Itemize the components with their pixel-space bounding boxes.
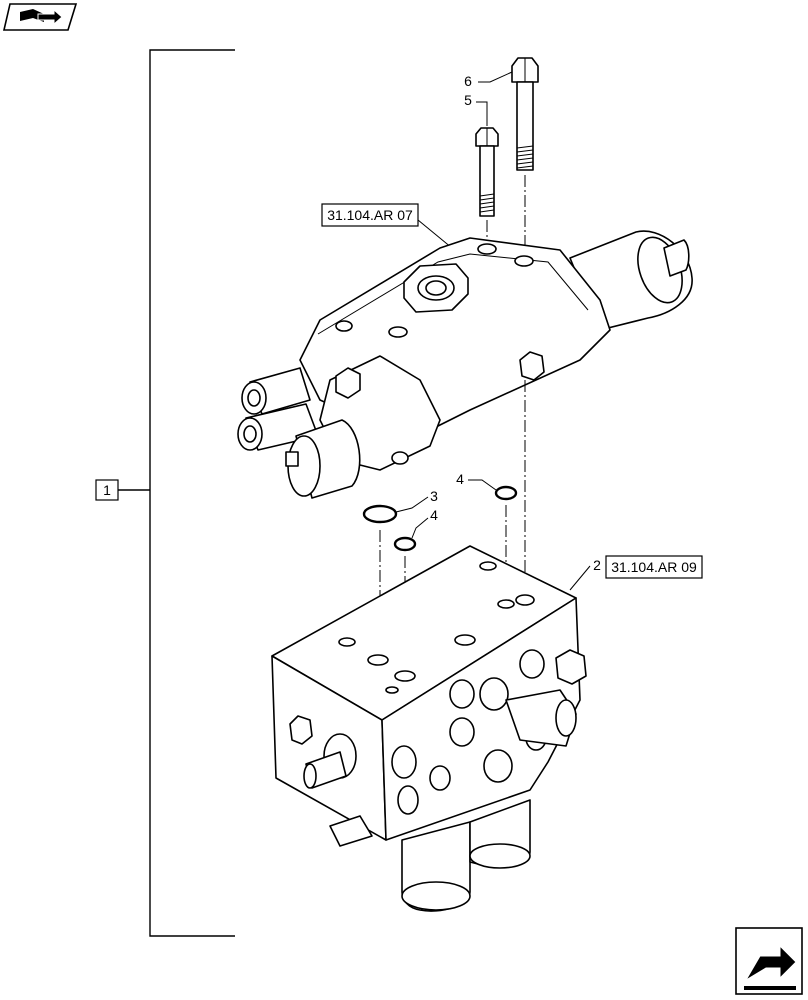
callout-4-right: 4 (456, 471, 497, 491)
svg-text:4: 4 (456, 471, 464, 487)
bolt-long (511, 57, 539, 171)
callout-4-left: 4 (411, 507, 438, 539)
svg-text:4: 4 (430, 507, 438, 523)
assembly-bracket (118, 49, 235, 937)
svg-text:31.104.AR 07: 31.104.AR 07 (327, 207, 413, 223)
svg-text:5: 5 (464, 92, 472, 108)
callout-5: 5 (464, 92, 488, 126)
svg-text:1: 1 (103, 482, 111, 498)
lower-valve-body (271, 545, 587, 912)
svg-text:6: 6 (464, 73, 472, 89)
callout-1: 1 (95, 479, 119, 501)
callout-6: 6 (464, 71, 513, 89)
book-with-arrow-icon[interactable] (2, 3, 78, 31)
reference-upper-valve[interactable]: 31.104.AR 07 (321, 203, 453, 249)
next-page-arrow-icon[interactable] (735, 927, 803, 995)
bolt-short (475, 127, 499, 217)
callout-3: 3 (395, 488, 438, 513)
svg-text:2: 2 (593, 557, 601, 573)
o-ring-small-left (393, 536, 417, 552)
svg-text:3: 3 (430, 488, 438, 504)
o-ring-large (362, 504, 398, 524)
reference-lower-valve[interactable]: 2 31.104.AR 09 (569, 555, 703, 591)
svg-text:31.104.AR 09: 31.104.AR 09 (611, 559, 697, 575)
upper-control-valve (237, 230, 693, 499)
o-ring-small-right (494, 485, 518, 501)
